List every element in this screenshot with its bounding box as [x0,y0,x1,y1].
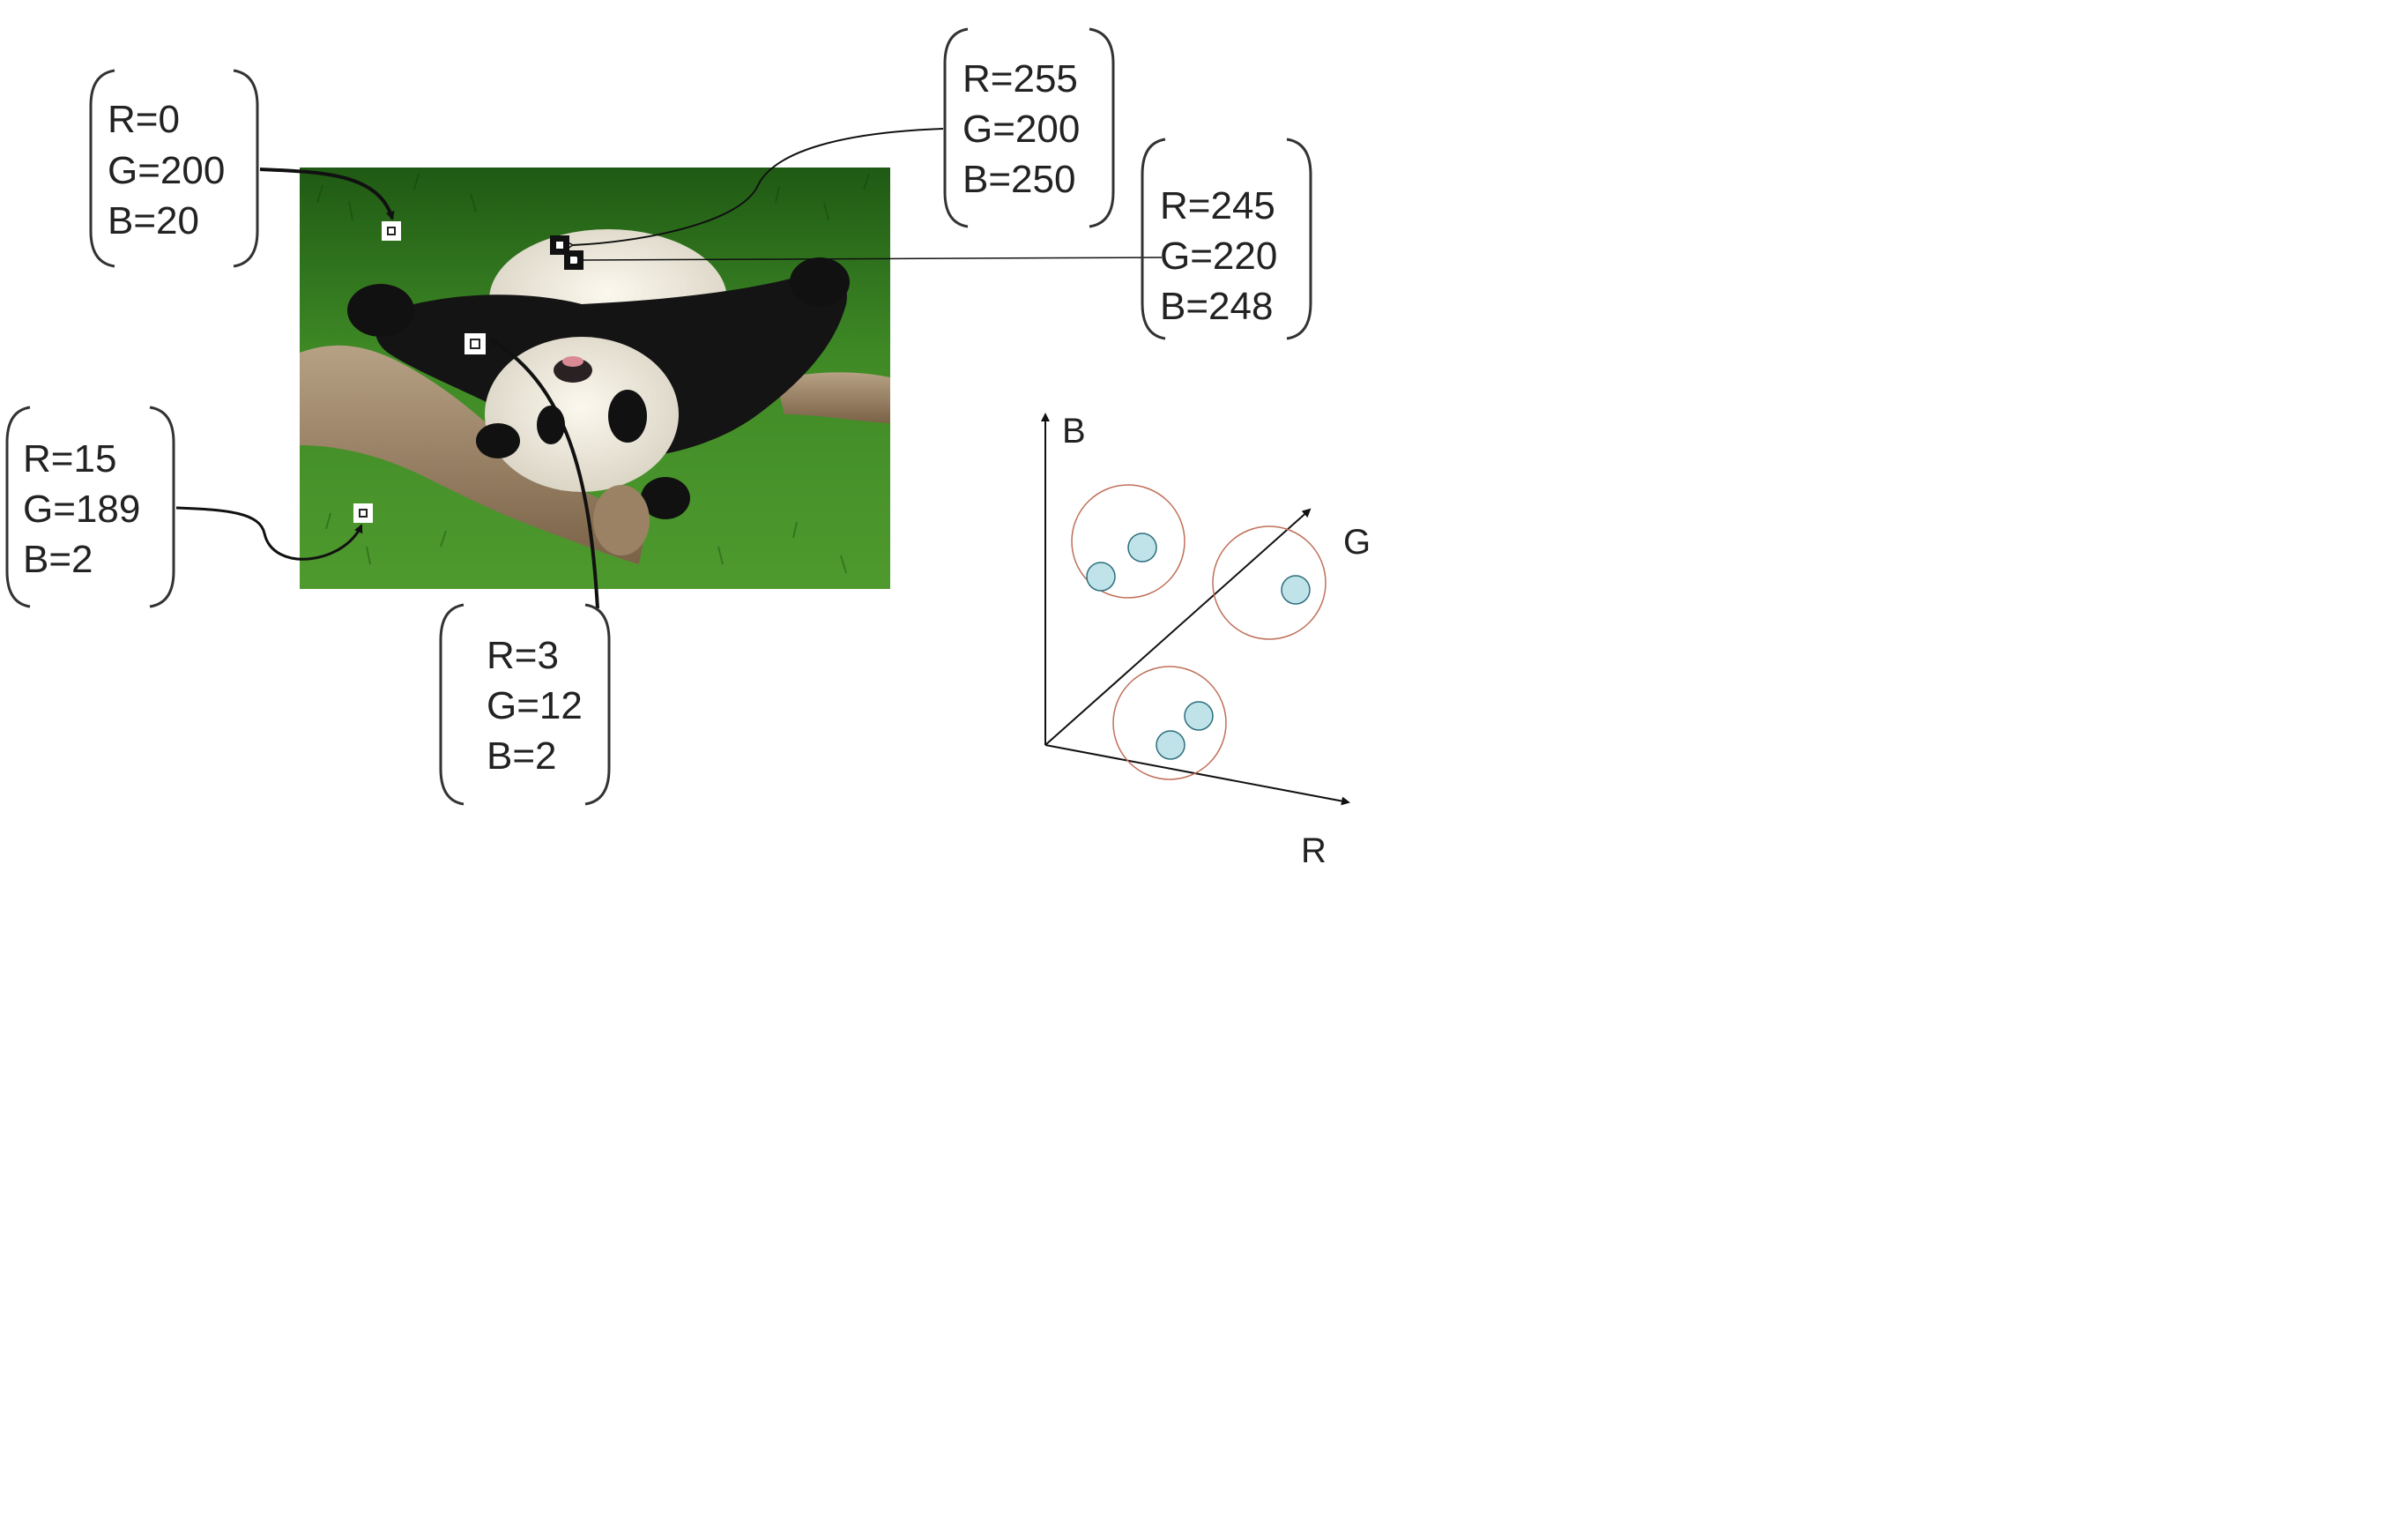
rgb-value-b: B=250 [962,158,1075,201]
panda-ear-right [641,477,690,519]
leader-line-grass-bottom [175,506,363,561]
color-point [1156,730,1185,760]
tree-branch-right [776,372,890,423]
rgb-box-fur-white-1: R=255 G=200 B=250 [943,27,1115,228]
branch-stump [593,485,650,555]
color-point [1127,533,1157,563]
bracket-right [1286,138,1312,340]
r-axis-label: R [1301,831,1327,870]
panda-eye-patch-right [608,390,647,443]
leader-line-fur-white-1 [561,128,944,253]
cluster-1 [1071,484,1185,599]
panda-eye-patch-left [537,406,565,444]
color-point [1086,562,1116,592]
bracket-right [584,603,611,806]
g-axis-line [1044,508,1312,746]
cluster-2 [1212,525,1327,640]
rgb-value-b: B=248 [1160,285,1273,328]
rgb-box-fur-black: R=3 G=12 B=2 [439,603,611,806]
cluster-outline [1212,525,1327,640]
rgb-value-b: B=2 [23,538,93,581]
panda-photo [300,168,890,589]
leader-lines [175,128,1163,609]
rgb-box-fur-white-2: R=245 G=220 B=248 [1141,138,1312,340]
rgb-value-g: G=200 [108,149,225,192]
rgb-value-r: R=3 [487,634,559,677]
panda-paw-right [790,257,850,307]
panda-nose [554,358,592,383]
bracket-right [233,69,259,268]
rgb-value-r: R=0 [108,98,180,141]
panda-paw-left [347,284,414,337]
pixel-marker-fur-white-2 [564,250,583,270]
leader-line-fur-black [488,338,599,609]
cluster-3 [1112,666,1227,780]
rgb-value-g: G=12 [487,684,583,727]
bracket-right [1089,27,1115,228]
color-point [1281,575,1311,605]
rgb-value-b: B=2 [487,734,557,778]
bracket-left [439,603,465,806]
rgb-value-r: R=15 [23,437,116,481]
leader-line-fur-white-2 [572,253,1163,267]
rgb-value-g: G=189 [23,488,140,531]
diagram-canvas: R=0 G=200 B=20 R=255 G=200 B=250 R=245 G… [5,27,1371,870]
rgb-box-grass-bottom: R=15 G=189 B=2 [5,406,175,608]
b-axis-label: B [1062,412,1086,451]
bracket-left [1141,138,1166,340]
grass-texture [316,173,870,574]
color-point [1184,701,1214,731]
rgb-value-r: R=245 [1160,184,1275,227]
pixel-marker-grass-bottom [353,503,373,523]
r-axis-line [1044,744,1350,806]
pixel-marker-fur-black [465,333,486,354]
rgb-box-grass-top: R=0 G=200 B=20 [89,69,259,268]
g-axis-label: G [1343,523,1371,562]
cluster-outline [1071,484,1185,599]
bracket-left [89,69,115,268]
rgb-color-space-plot: B G R [1041,412,1371,870]
rgb-value-r: R=255 [962,57,1078,101]
leader-line-grass-top [259,168,395,220]
pixel-marker-grass-top [382,221,401,241]
rgb-value-g: G=220 [1160,235,1277,278]
bracket-right [149,406,175,608]
rgb-value-g: G=200 [962,108,1080,151]
cluster-outline [1112,666,1227,780]
panda-tongue [562,356,583,367]
panda-ear-left [476,423,520,458]
tree-branch [300,345,648,564]
rgb-value-b: B=20 [108,199,199,242]
bracket-left [943,27,969,228]
bracket-left [5,406,31,608]
